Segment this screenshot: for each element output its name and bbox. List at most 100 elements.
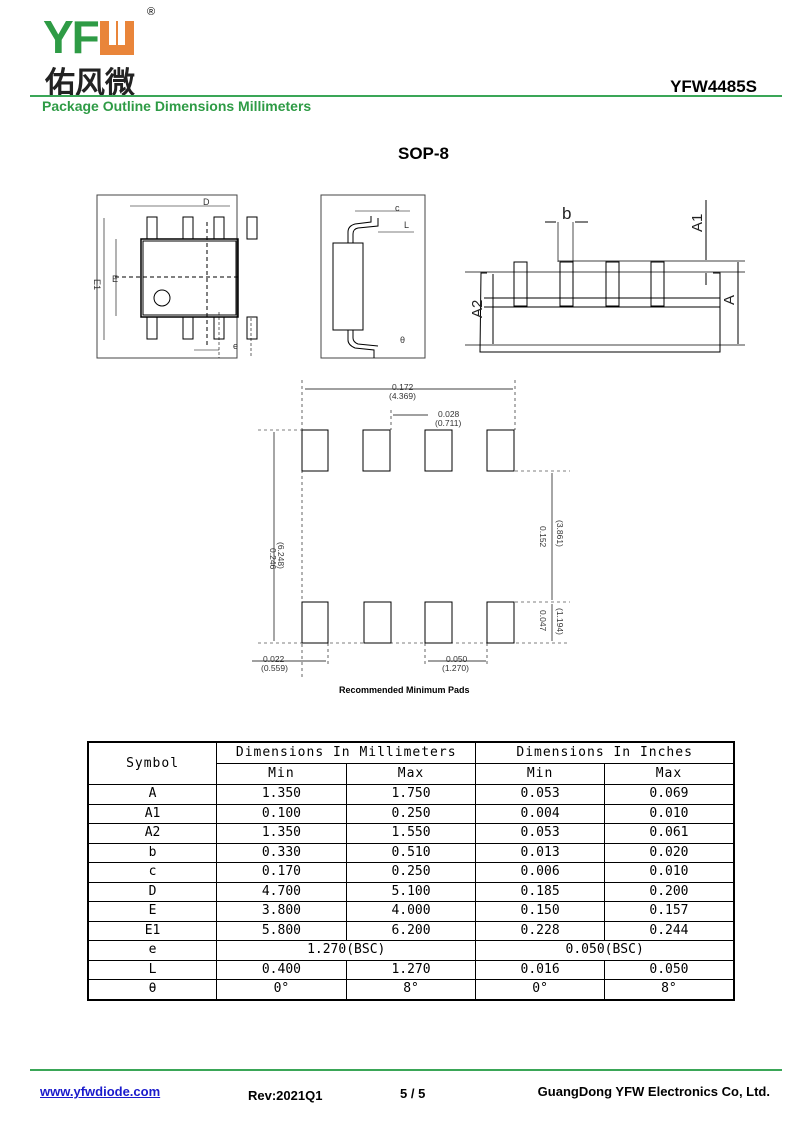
in-max-cell: 0.244 (603, 920, 735, 941)
in-min-header: Min (475, 763, 605, 785)
pad-w-in: 0.022 (263, 654, 285, 664)
mm-min-cell: 5.800 (216, 920, 347, 941)
mm-min-cell: 0.100 (216, 803, 347, 824)
in-max-cell: 0.010 (603, 803, 735, 824)
footer-website[interactable]: www.yfwdiode.com (40, 1084, 160, 1099)
section-title: Package Outline Dimensions Millimeters (42, 98, 312, 114)
mm-max-cell: 4.000 (345, 901, 477, 922)
in-max-cell: 0.050 (603, 959, 735, 980)
in-min-cell: 0.053 (475, 784, 605, 805)
pad-inner-mm: (3.861) (555, 520, 565, 547)
label-theta: θ (400, 335, 405, 345)
label-A2: A2 (469, 300, 486, 318)
symbol-cell: b (87, 842, 218, 863)
footer-company: GuangDong YFW Electronics Co, Ltd. (537, 1084, 770, 1099)
symbol-cell: A1 (87, 803, 218, 824)
package-name: SOP-8 (398, 144, 450, 163)
mm-min-cell: 1.350 (216, 823, 347, 844)
label-b: b (562, 204, 571, 223)
header-divider (30, 95, 782, 97)
mm-max-cell: 0.250 (345, 803, 477, 824)
mm-max-cell: 1.270 (345, 959, 477, 980)
mm-max-cell: 0.250 (345, 862, 477, 883)
in-header: Dimensions In Inches (475, 741, 735, 764)
pad-len-mm: (1.194) (555, 608, 565, 635)
in-max-cell: 0.200 (603, 881, 735, 902)
pad-gap-mm: (0.711) (435, 418, 461, 428)
symbol-cell: θ (87, 979, 218, 1000)
mm-min-cell: 0.170 (216, 862, 347, 883)
in-min-cell: 0.053 (475, 823, 605, 844)
label-D: D (203, 197, 210, 207)
footer-page-number: 5 / 5 (400, 1086, 426, 1101)
side-view-drawing (320, 194, 426, 359)
mm-max-cell: 0.510 (345, 842, 477, 863)
pad-gap-in: 0.028 (438, 409, 460, 419)
in-bsc-cell: 0.050(BSC) (475, 940, 735, 961)
label-L: L (404, 220, 409, 230)
pad-height-in: 0.246 (268, 548, 278, 570)
mm-min-cell: 4.700 (216, 881, 347, 902)
in-max-cell: 0.020 (603, 842, 735, 863)
label-A: A (721, 295, 738, 305)
in-max-cell: 0.157 (603, 901, 735, 922)
pad-width-mm: (4.369) (389, 391, 416, 401)
mm-header: Dimensions In Millimeters (216, 741, 477, 764)
mm-bsc-cell: 1.270(BSC) (216, 940, 477, 961)
front-view-drawing (465, 200, 745, 353)
company-logo: YF ® (43, 6, 155, 64)
label-A1: A1 (689, 214, 706, 232)
package-outline-drawings: D E1 E e c L θ b A1 A2 A 0.172 (4.369) 0… (92, 194, 745, 695)
in-min-cell: 0.004 (475, 803, 605, 824)
pad-width-in: 0.172 (392, 382, 414, 392)
symbol-cell: e (87, 940, 218, 961)
symbol-cell: E1 (87, 920, 218, 941)
in-max-cell: 0.069 (603, 784, 735, 805)
footer-divider (30, 1069, 782, 1071)
mm-min-cell: 3.800 (216, 901, 347, 922)
mm-max-cell: 6.200 (345, 920, 477, 941)
symbol-cell: c (87, 862, 218, 883)
label-c: c (395, 203, 400, 213)
in-min-cell: 0.150 (475, 901, 605, 922)
recommended-pads-drawing (252, 380, 570, 680)
registered-mark: ® (147, 6, 156, 18)
label-E1: E1 (92, 279, 102, 290)
in-min-cell: 0.185 (475, 881, 605, 902)
pad-pitch-in: 0.050 (446, 654, 468, 664)
in-min-cell: 0.228 (475, 920, 605, 941)
symbol-cell: D (87, 881, 218, 902)
pad-inner-in: 0.152 (538, 526, 548, 548)
symbol-cell: L (87, 959, 218, 980)
in-min-cell: 0.013 (475, 842, 605, 863)
mm-max-header: Max (345, 763, 477, 785)
mm-min-cell: 1.350 (216, 784, 347, 805)
label-E: E (112, 274, 118, 284)
symbol-cell: A2 (87, 823, 218, 844)
website-link[interactable]: www.yfwdiode.com (40, 1084, 161, 1099)
logo-w-mark (99, 21, 134, 55)
in-max-header: Max (603, 763, 735, 785)
pad-w-mm: (0.559) (261, 663, 288, 673)
logo-text: YF (43, 11, 100, 63)
symbol-cell: E (87, 901, 218, 922)
mm-max-cell: 8° (345, 979, 477, 1000)
mm-max-cell: 1.550 (345, 823, 477, 844)
pad-len-in: 0.047 (538, 610, 548, 632)
in-min-cell: 0° (475, 979, 605, 1000)
mm-min-cell: 0° (216, 979, 347, 1000)
in-min-cell: 0.006 (475, 862, 605, 883)
mm-min-cell: 0.330 (216, 842, 347, 863)
top-view-drawing (96, 194, 258, 359)
